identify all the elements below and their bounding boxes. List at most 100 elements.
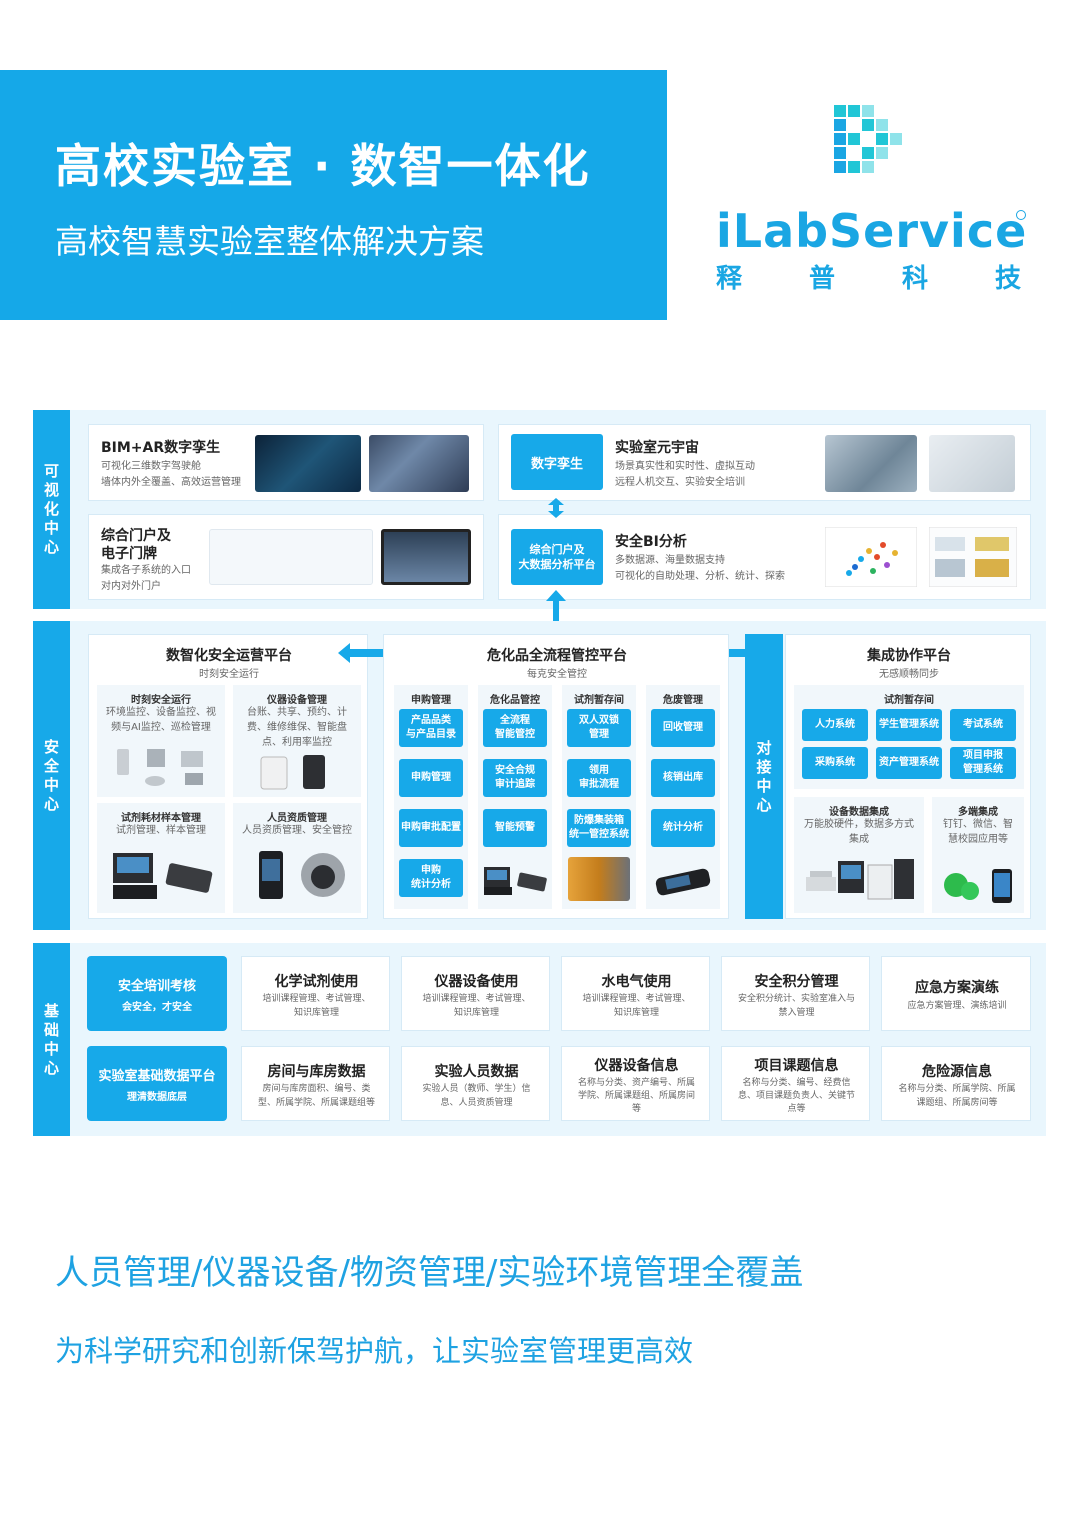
brand-char: 释 — [716, 264, 743, 294]
button-label: 综合门户及 — [529, 543, 585, 556]
digital-twin-button[interactable]: 数字孪生 — [511, 434, 603, 490]
purchase-manage-button[interactable]: 申购管理 — [399, 759, 463, 797]
sub-title: 时刻安全运行 — [131, 695, 191, 706]
button-label: 与产品目录 — [406, 729, 456, 740]
card-desc: 知识库管理 — [293, 1008, 339, 1018]
sub-title: 试剂耗材样本管理 — [121, 813, 201, 824]
reagent-cabinet-image — [484, 867, 547, 895]
project-system-button[interactable]: 项目申报管理系统 — [950, 747, 1016, 779]
card-title: 危险源信息 — [922, 1064, 992, 1080]
sub-desc: 费、维修维保、智能盘 — [247, 722, 347, 733]
student-system-button[interactable]: 学生管理系统 — [876, 709, 942, 741]
side-label-base: 基础中心 — [33, 943, 70, 1136]
button-label: 防爆集装箱 — [574, 815, 624, 826]
chem-subtitle: 每克安全管控 — [527, 669, 587, 680]
button-title: 实验室基础数据平台 — [98, 1068, 216, 1084]
double-arrow-icon — [700, 643, 774, 663]
sub-desc: 环境监控、设备监控、视 — [106, 707, 216, 718]
button-label: 项目申报 — [963, 750, 1003, 761]
systems-title: 试剂暂存间 — [884, 695, 934, 706]
button-subtitle: 理清数据底层 — [127, 1091, 187, 1103]
chem-column: 申购管理 产品品类与产品目录 申购管理 申购审批配置 申购统计分析 — [394, 685, 468, 909]
device-integration-box: 设备数据集成 万能胶硬件，数据多方式 集成 — [794, 797, 924, 913]
bim-desc: 墙体内外全覆盖、高效运营管理 — [101, 477, 241, 488]
button-label: 管理 — [589, 729, 609, 740]
portal-bigdata-button[interactable]: 综合门户及 大数据分析平台 — [511, 529, 603, 585]
smart-alert-button[interactable]: 智能预警 — [483, 809, 547, 847]
procurement-system-button[interactable]: 采购系统 — [802, 747, 868, 779]
base-card-room-data: 房间与库房数据 房间与库房面积、编号、类 型、所属学院、所属课题组等 — [241, 1046, 390, 1121]
portal-desc: 集成各子系统的入口 — [101, 565, 191, 576]
button-label: 全流程 — [500, 715, 530, 726]
button-label: 双人双锁 — [579, 715, 619, 726]
meta-desc: 远程人机交互、实验安全培训 — [615, 477, 745, 488]
product-catalog-button[interactable]: 产品品类与产品目录 — [399, 709, 463, 747]
card-title: 项目课题信息 — [754, 1058, 839, 1074]
audit-button[interactable]: 安全合规审计追踪 — [483, 759, 547, 797]
full-process-button[interactable]: 全流程智能管控 — [483, 709, 547, 747]
double-arrow-icon — [548, 498, 564, 518]
portal-title: 电子门牌 — [101, 546, 157, 562]
button-label: 审批流程 — [579, 779, 619, 790]
sub-desc: 人员资质管理、安全管控 — [242, 825, 352, 836]
button-label: 统计分析 — [411, 879, 451, 890]
exam-system-button[interactable]: 考试系统 — [950, 709, 1016, 741]
ops-sub-card: 人员资质管理 人员资质管理、安全管控 — [233, 803, 361, 913]
sub-desc: 试剂管理、样本管理 — [116, 825, 206, 836]
container-photo-image — [568, 857, 630, 901]
hr-system-button[interactable]: 人力系统 — [802, 709, 868, 741]
button-title: 安全培训考核 — [117, 978, 196, 994]
dashboard-image — [255, 435, 361, 492]
purchase-stats-button[interactable]: 申购统计分析 — [399, 859, 463, 897]
card-desc: 安全积分统计、实验室准入与 — [737, 994, 855, 1004]
recycle-button[interactable]: 回收管理 — [651, 709, 715, 747]
base-data-platform-button[interactable]: 实验室基础数据平台 理清数据底层 — [87, 1046, 227, 1121]
sub-title: 多端集成 — [958, 807, 998, 818]
ilabservice-logo-icon — [834, 105, 902, 173]
bim-title: BIM+AR数字孪生 — [101, 440, 221, 456]
brand-char: 技 — [994, 264, 1021, 294]
card-title: 房间与库房数据 — [267, 1064, 366, 1080]
column-title: 危化品管控 — [490, 695, 540, 706]
base-card-hazard-info: 危险源信息 名称与分类、所属学院、所属 课题组、所属房间等 — [881, 1046, 1031, 1121]
base-card-personnel-data: 实验人员数据 实验人员（教师、学生）信 息、人员资质管理 — [401, 1046, 550, 1121]
card-desc: 实验人员（教师、学生）信 — [422, 1084, 531, 1094]
bi-title: 安全BI分析 — [615, 534, 687, 550]
sensor-devices-image — [117, 749, 203, 786]
card-title: 仪器设备信息 — [594, 1058, 679, 1074]
sub-title: 仪器设备管理 — [267, 695, 327, 706]
scatter-plot-image — [825, 527, 917, 587]
chem-column: 危化品管控 全流程智能管控 安全合规审计追踪 智能预警 — [478, 685, 552, 909]
bi-desc: 多数据源、海量数据支持 — [615, 555, 725, 566]
explosion-proof-button[interactable]: 防爆集装箱统一管控系统 — [567, 809, 631, 847]
card-desc: 息、人员资质管理 — [440, 1098, 513, 1108]
column-title: 申购管理 — [411, 695, 451, 706]
asset-system-button[interactable]: 资产管理系统 — [876, 747, 942, 779]
button-label: 统一管控系统 — [569, 829, 629, 840]
card-desc: 培训课程管理、考试管理、 — [422, 994, 531, 1004]
sub-desc: 集成 — [849, 834, 869, 845]
card-desc: 点等 — [787, 1104, 806, 1114]
bar-charts-image — [929, 527, 1017, 587]
safety-training-button[interactable]: 安全培训考核 会安全，才安全 — [87, 956, 227, 1031]
button-label: 安全合规 — [495, 765, 535, 776]
base-card-utilities: 水电气使用 培训课程管理、考试管理、 知识库管理 — [561, 956, 710, 1031]
ops-sub-card: 时刻安全运行 环境监控、设备监控、视 频与AI监控、巡检管理 — [97, 685, 225, 797]
double-arrow-icon — [546, 590, 566, 636]
card-desc: 培训课程管理、考试管理、 — [262, 994, 371, 1004]
waste-stats-button[interactable]: 统计分析 — [651, 809, 715, 847]
writeoff-button[interactable]: 核销出库 — [651, 759, 715, 797]
collect-approval-button[interactable]: 领用审批流程 — [567, 759, 631, 797]
hero-subtitle: 高校智慧实验室整体解决方案 — [55, 222, 484, 261]
card-desc: 禁入管理 — [778, 1008, 815, 1018]
portal-desc: 对内对外门户 — [101, 581, 161, 592]
button-label: 智能管控 — [495, 729, 535, 740]
sub-desc: 点、利用率监控 — [262, 737, 332, 748]
card-title: 化学试剂使用 — [274, 974, 359, 990]
double-lock-button[interactable]: 双人双锁管理 — [567, 709, 631, 747]
base-card-chemical-use: 化学试剂使用 培训课程管理、考试管理、 知识库管理 — [241, 956, 390, 1031]
ops-title: 数智化安全运营平台 — [166, 648, 292, 664]
purchase-approval-button[interactable]: 申购审批配置 — [399, 809, 463, 847]
card-desc: 息、项目课题负责人、关键节 — [737, 1091, 855, 1101]
side-label-safety: 安全中心 — [33, 621, 70, 930]
